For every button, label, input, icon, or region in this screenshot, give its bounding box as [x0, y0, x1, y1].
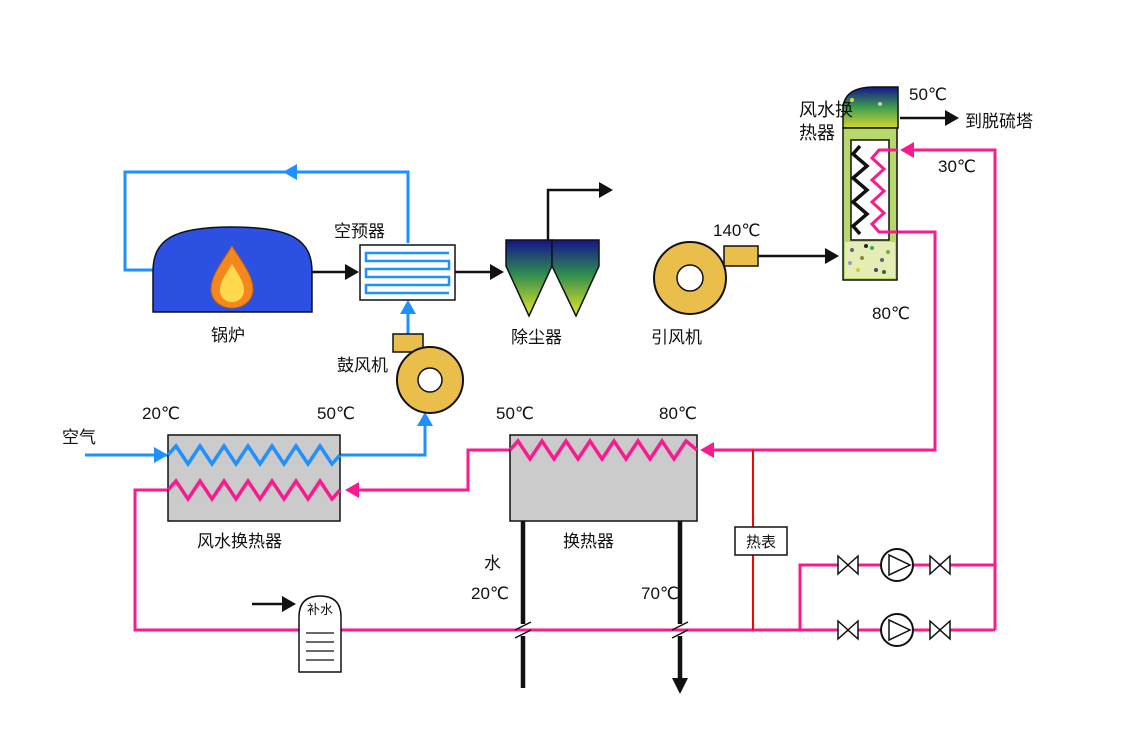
dust-collector	[505, 239, 600, 318]
process-water-label: 水	[484, 554, 501, 573]
air-pipes	[85, 170, 427, 457]
flue-speckles	[848, 93, 890, 274]
black-arrow-boiler-to-preheater	[345, 264, 359, 280]
blower-fan	[392, 333, 464, 414]
valve-bottom-left	[837, 619, 859, 641]
air-water-hx-label: 风水换热器	[197, 532, 282, 551]
pink-arrow-into-water-hx	[700, 442, 714, 458]
pink-arrow-into-air-hx	[345, 482, 359, 498]
preheater-coil	[364, 251, 451, 295]
gas-hx-water-coil	[869, 148, 897, 234]
pump-bottom	[880, 613, 914, 647]
gas-water-heat-exchanger	[842, 86, 899, 281]
temp-air-out: 50℃	[317, 404, 356, 423]
temp-hw-mid-supply: 80℃	[659, 404, 698, 423]
temp-water-out: 70℃	[641, 584, 680, 603]
valve-top-right	[929, 554, 951, 576]
boiler	[152, 226, 313, 313]
black-arrow-dust-outlet	[599, 182, 613, 198]
dust-collector-label: 除尘器	[511, 328, 562, 347]
water-hx-label: 换热器	[563, 532, 614, 551]
temp-hw-return: 30℃	[938, 157, 977, 176]
hot-water-supply-pipe	[352, 230, 937, 492]
black-arrow-preheater-to-dust	[490, 264, 504, 280]
water-coil	[166, 477, 342, 503]
air-preheater-label: 空预器	[334, 222, 385, 241]
stack-duct	[842, 86, 899, 129]
boiler-label: 锅炉	[211, 326, 245, 345]
makeup-tank-label: 补水	[306, 602, 333, 617]
temp-water-in: 20℃	[471, 584, 510, 603]
water-outlet-arrow	[672, 678, 688, 694]
heat-meter-box	[734, 526, 788, 556]
air-preheater	[359, 244, 456, 301]
pipe-break-marks	[514, 621, 689, 639]
black-arrow-to-desulfurization	[945, 110, 959, 126]
temp-flue-fan-outlet: 140℃	[713, 221, 761, 240]
temp-hw-mid-return: 50℃	[496, 404, 535, 423]
air-coil	[166, 442, 342, 468]
air-inlet-label: 空气	[62, 428, 96, 447]
makeup-water-tank	[298, 595, 342, 673]
heat-meter-label: 热表	[745, 534, 776, 551]
valve-bottom-right	[929, 619, 951, 641]
temp-flue-stack: 50℃	[909, 85, 948, 104]
blue-arrow-into-blower	[417, 412, 433, 426]
black-arrow-into-tank	[282, 596, 296, 612]
temp-air-in: 20℃	[142, 404, 181, 423]
gas-hx-flue-coil	[850, 144, 870, 236]
water-heat-exchanger	[508, 434, 699, 522]
valve-top-left	[837, 554, 859, 576]
induced-fan-label: 引风机	[651, 328, 702, 347]
pink-arrow-into-gas-hx	[900, 142, 914, 158]
black-arrow-fan-to-hx	[825, 248, 839, 264]
hot-water-coil	[508, 437, 699, 463]
blue-arrow-into-preheater	[400, 300, 416, 314]
induced-draft-fan	[653, 241, 759, 315]
temp-hw-supply: 80℃	[872, 304, 911, 323]
air-water-heat-exchanger	[166, 434, 342, 522]
pump-top	[880, 548, 914, 582]
gas-water-hx-label: 风水换热器	[799, 100, 853, 143]
blower-label: 鼓风机	[337, 356, 388, 375]
blue-arrow-to-boiler	[283, 164, 297, 180]
blue-arrow-air-inlet	[154, 447, 168, 463]
desulfurization-label: 到脱硫塔	[965, 112, 1033, 131]
